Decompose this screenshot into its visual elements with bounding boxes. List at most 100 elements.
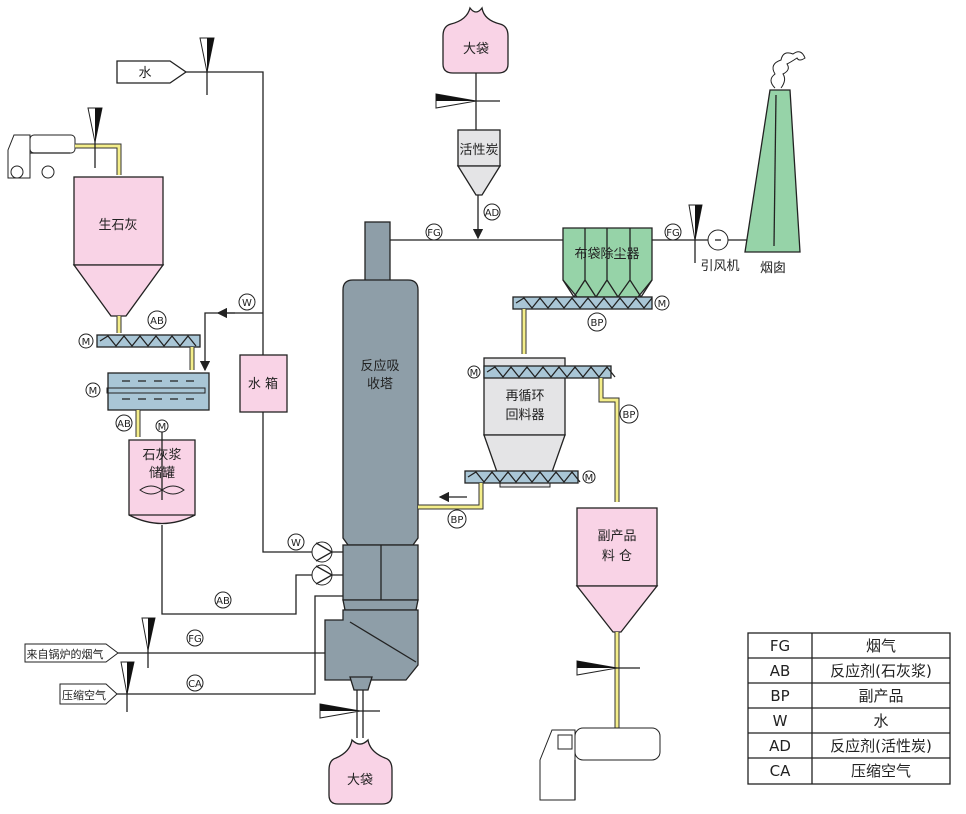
big-bag-bottom: 大袋 xyxy=(328,738,393,805)
svg-text:FG: FG xyxy=(427,228,441,239)
svg-text:副产品: 副产品 xyxy=(858,687,903,705)
slurry-line xyxy=(161,525,312,615)
legend-row: AB 反应剂(石灰浆) xyxy=(770,662,932,680)
motor-icon: M xyxy=(78,333,94,349)
tag-ca: CA xyxy=(186,674,204,692)
screw-conveyor xyxy=(512,296,653,310)
svg-text:AB: AB xyxy=(770,662,791,680)
truck-icon xyxy=(539,727,661,801)
svg-text:生石灰: 生石灰 xyxy=(98,218,137,233)
svg-text:石灰浆: 石灰浆 xyxy=(142,448,181,463)
svg-text:AD: AD xyxy=(769,737,791,755)
svg-text:M: M xyxy=(658,299,667,310)
svg-text:CA: CA xyxy=(188,679,202,690)
valve-icon[interactable] xyxy=(87,107,103,168)
svg-text:M: M xyxy=(82,337,91,348)
tag-fg: FG xyxy=(186,629,204,647)
svg-text:活性炭: 活性炭 xyxy=(459,143,498,158)
tag-ab: AB xyxy=(115,414,133,432)
motor-icon: M xyxy=(85,382,101,398)
valve-icon[interactable] xyxy=(576,660,640,676)
water-line-to-pump xyxy=(262,412,312,553)
svg-text:烟气: 烟气 xyxy=(866,637,896,655)
svg-text:来自锅炉的烟气: 来自锅炉的烟气 xyxy=(27,647,104,661)
byproduct-silo: 副产品 料 仓 xyxy=(575,507,659,633)
svg-text:反应剂(石灰浆): 反应剂(石灰浆) xyxy=(830,662,932,680)
water-source-label: 水 xyxy=(138,66,151,81)
motor-icon: M xyxy=(155,419,169,433)
tag-bp: BP xyxy=(619,404,639,424)
svg-text:回料器: 回料器 xyxy=(505,408,544,423)
valve-icon[interactable] xyxy=(435,93,500,109)
valve-icon[interactable] xyxy=(688,204,703,263)
truck-icon xyxy=(7,134,76,179)
svg-text:料 仓: 料 仓 xyxy=(602,549,632,564)
tag-bp: BP xyxy=(447,509,467,529)
chimney: 烟囱 xyxy=(744,51,806,276)
svg-text:烟囱: 烟囱 xyxy=(760,261,786,276)
water-line xyxy=(186,71,264,355)
svg-text:FG: FG xyxy=(666,228,680,239)
svg-text:大袋: 大袋 xyxy=(463,42,489,57)
compressed-air-source: 压缩空气 xyxy=(59,683,118,705)
reaction-absorption-tower: 反应吸 收塔 xyxy=(324,221,419,691)
svg-text:FG: FG xyxy=(770,637,790,655)
screw-conveyor xyxy=(96,334,201,348)
valve-icon[interactable] xyxy=(141,617,156,668)
svg-text:压缩空气: 压缩空气 xyxy=(62,688,106,702)
tag-ab: AB xyxy=(147,310,167,330)
svg-text:反应吸: 反应吸 xyxy=(360,358,399,374)
water-source: 水 xyxy=(116,60,188,84)
slurry-tank: 石灰浆 储罐 xyxy=(128,432,196,525)
tag-ab: AB xyxy=(214,591,232,609)
svg-text:副产品: 副产品 xyxy=(597,529,636,544)
valve-icon[interactable] xyxy=(319,703,380,719)
svg-text:AB: AB xyxy=(216,596,230,607)
activated-carbon-hopper: 活性炭 xyxy=(456,129,502,196)
byproduct-line xyxy=(599,378,619,502)
svg-text:W: W xyxy=(291,538,301,549)
svg-text:BP: BP xyxy=(451,515,464,526)
svg-text:水 箱: 水 箱 xyxy=(248,376,278,392)
svg-text:FG: FG xyxy=(188,634,202,645)
svg-text:引风机: 引风机 xyxy=(700,259,739,274)
valve-icon[interactable] xyxy=(120,661,135,712)
svg-text:CA: CA xyxy=(770,762,791,780)
tag-bp: BP xyxy=(587,312,607,332)
svg-text:W: W xyxy=(773,712,788,730)
valve-icon[interactable] xyxy=(199,37,215,95)
baghouse-dust-collector: 布袋除尘器 xyxy=(562,227,653,299)
quicklime-silo: 生石灰 xyxy=(72,176,165,317)
svg-text:BP: BP xyxy=(623,410,636,421)
pump-icon[interactable] xyxy=(311,541,334,563)
quicklime-feed-line xyxy=(75,144,121,175)
legend-row: CA 压缩空气 xyxy=(770,762,911,780)
svg-text:W: W xyxy=(242,298,252,309)
tag-w: W xyxy=(287,533,305,551)
mixer xyxy=(106,372,210,411)
pump-icon[interactable] xyxy=(311,564,334,586)
svg-text:AD: AD xyxy=(485,208,500,219)
svg-text:M: M xyxy=(470,368,479,379)
recycle-return-line xyxy=(418,483,483,509)
svg-text:BP: BP xyxy=(591,318,604,329)
water-tank: 水 箱 xyxy=(239,354,288,413)
svg-text:压缩空气: 压缩空气 xyxy=(851,762,911,780)
svg-text:水: 水 xyxy=(873,712,888,730)
svg-text:反应剂(活性炭): 反应剂(活性炭) xyxy=(830,737,932,755)
tag-w: W xyxy=(238,293,256,311)
legend-row: AD 反应剂(活性炭) xyxy=(769,737,932,755)
svg-text:收塔: 收塔 xyxy=(367,377,393,392)
tag-ad: AD xyxy=(483,203,501,221)
compressed-air-line xyxy=(117,595,343,695)
tag-fg: FG xyxy=(425,223,443,241)
induced-draft-fan[interactable]: 引风机 xyxy=(700,229,740,274)
screw-conveyor xyxy=(464,470,581,484)
water-line-to-mixer xyxy=(199,312,263,372)
motor-icon: M xyxy=(654,295,670,311)
svg-text:M: M xyxy=(158,422,167,433)
